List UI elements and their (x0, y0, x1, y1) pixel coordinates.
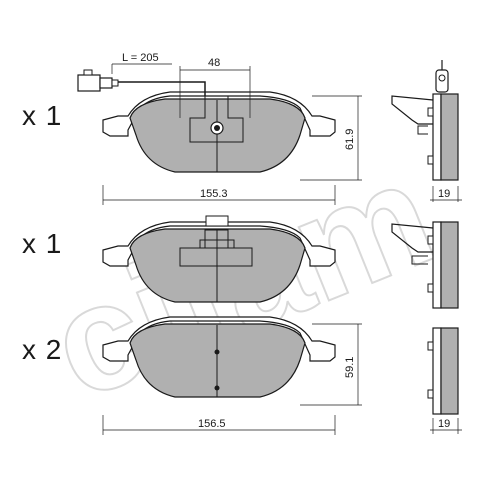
thickness-label-row-3: 19 (438, 418, 451, 430)
thickness-label-row-1: 19 (438, 188, 451, 200)
width-label-row-1: 155.3 (200, 188, 228, 200)
pad-1-side-view (391, 60, 459, 181)
pad-row-2 (102, 215, 459, 309)
sensor-offset-label: 48 (208, 57, 221, 69)
pad-3-side-view (427, 327, 459, 415)
pad-2-backplate (102, 221, 336, 267)
width-label-row-3: 156.5 (198, 418, 226, 430)
pad-1-sensor-bracket (189, 95, 244, 143)
pad-1-backplate (102, 91, 336, 137)
wire-length-label: L = 205 (122, 52, 159, 64)
pad-3-backplate (102, 316, 336, 362)
pad-row-1 (77, 60, 462, 205)
pad-2-side-view (391, 221, 459, 309)
height-label-row-3: 59.1 (344, 356, 356, 378)
quantity-label-row-2: x 1 (22, 228, 63, 259)
quantity-label-row-1: x 1 (22, 100, 63, 131)
pad-row-3 (102, 316, 462, 435)
pad-1-wire-connector (77, 69, 119, 92)
pad-1-sensor-wire (118, 81, 206, 96)
height-label-row-1: 61.9 (344, 128, 356, 150)
quantity-label-row-3: x 2 (22, 334, 63, 365)
